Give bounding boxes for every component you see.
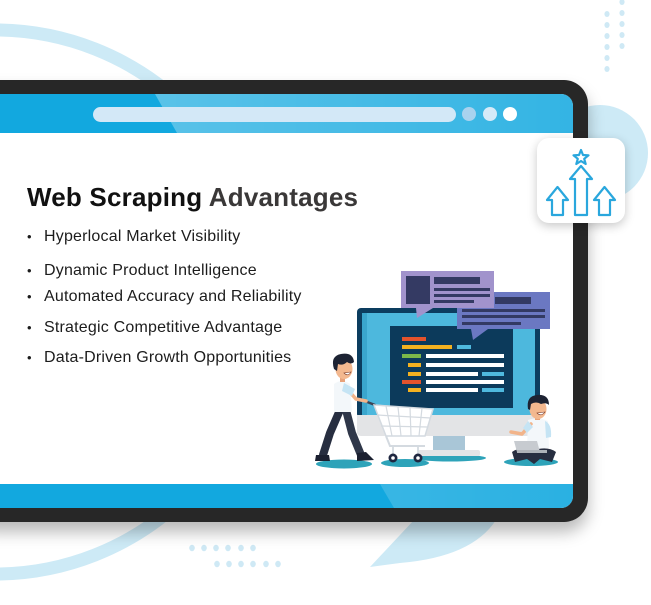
speech-bubble-purple [401, 271, 494, 318]
bullet-text: Dynamic Product Intelligence [44, 262, 257, 279]
bullet-item: • Dynamic Product Intelligence [27, 261, 257, 280]
url-bar[interactable] [93, 107, 456, 122]
growth-arrows-star-icon [545, 148, 617, 217]
bullet-item: • Strategic Competitive Advantage [27, 318, 282, 337]
footer-highlight [380, 484, 573, 508]
bullet-marker: • [27, 350, 32, 365]
dots-top-right [604, 0, 625, 72]
bullet-text: Strategic Competitive Advantage [44, 319, 283, 336]
bullet-marker: • [27, 320, 32, 335]
title-part-1: Web Scraping [27, 182, 203, 212]
bullet-item: • Hyperlocal Market Visibility [27, 227, 240, 246]
arrow-up-right-icon [592, 185, 617, 217]
growth-icon-card [537, 138, 625, 223]
decorative-bubble-tail [370, 520, 496, 567]
bullet-text: Data-Driven Growth Opportunities [44, 349, 292, 366]
monitor [357, 308, 540, 462]
data-analysis-illustration [315, 271, 558, 469]
bullet-item: • Automated Accuracy and Reliability [27, 287, 302, 306]
browser-screen: Web Scraping Advantages • Hyperlocal Mar… [0, 94, 573, 508]
shopping-cart-icon [360, 398, 434, 467]
browser-footer [0, 484, 573, 508]
title-part-2: Advantages [208, 182, 359, 212]
arrow-up-middle-icon [568, 164, 594, 217]
window-dot-3[interactable] [503, 107, 517, 121]
laptop-person [504, 394, 558, 466]
dots-bottom [189, 544, 281, 568]
page-title: Web Scraping Advantages [27, 182, 358, 212]
code-panel [402, 337, 504, 392]
window-dot-1[interactable] [462, 107, 476, 121]
arrow-up-left-icon [545, 185, 570, 217]
bullet-marker: • [27, 229, 32, 244]
bullet-item: • Data-Driven Growth Opportunities [27, 348, 291, 367]
bullet-marker: • [27, 263, 32, 278]
browser-header [0, 94, 573, 133]
star-icon [572, 148, 590, 166]
bullet-marker: • [27, 289, 32, 304]
bullet-text: Automated Accuracy and Reliability [44, 288, 302, 305]
window-dot-2[interactable] [483, 107, 497, 121]
bullet-text: Hyperlocal Market Visibility [44, 228, 241, 245]
shopper-person [315, 353, 374, 469]
